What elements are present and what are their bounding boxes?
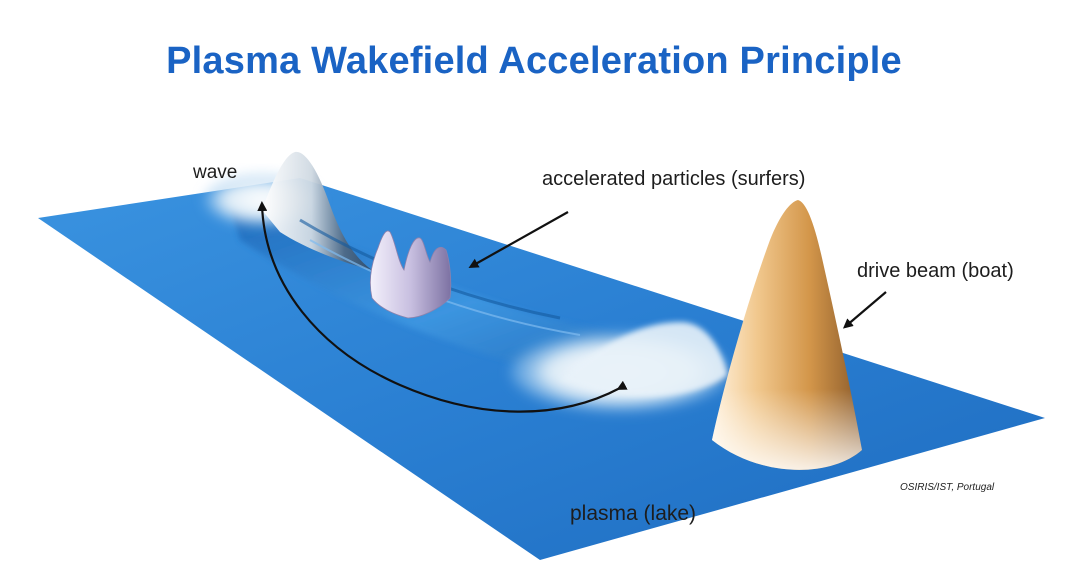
label-accelerated-particles: accelerated particles (surfers) <box>542 168 806 190</box>
wave-curve-arrow <box>257 201 628 413</box>
label-wave: wave <box>193 162 238 183</box>
label-plasma: plasma (lake) <box>570 502 697 525</box>
drive-beam-base-fade <box>712 200 862 470</box>
drive-beam-pointer-arrow <box>842 291 887 329</box>
label-drive-beam: drive beam (boat) <box>857 260 1014 282</box>
surfers-pointer-arrow <box>468 211 569 268</box>
slide-title: Plasma Wakefield Acceleration Principle <box>166 40 902 82</box>
image-credit: OSIRIS/IST, Portugal <box>900 482 995 493</box>
